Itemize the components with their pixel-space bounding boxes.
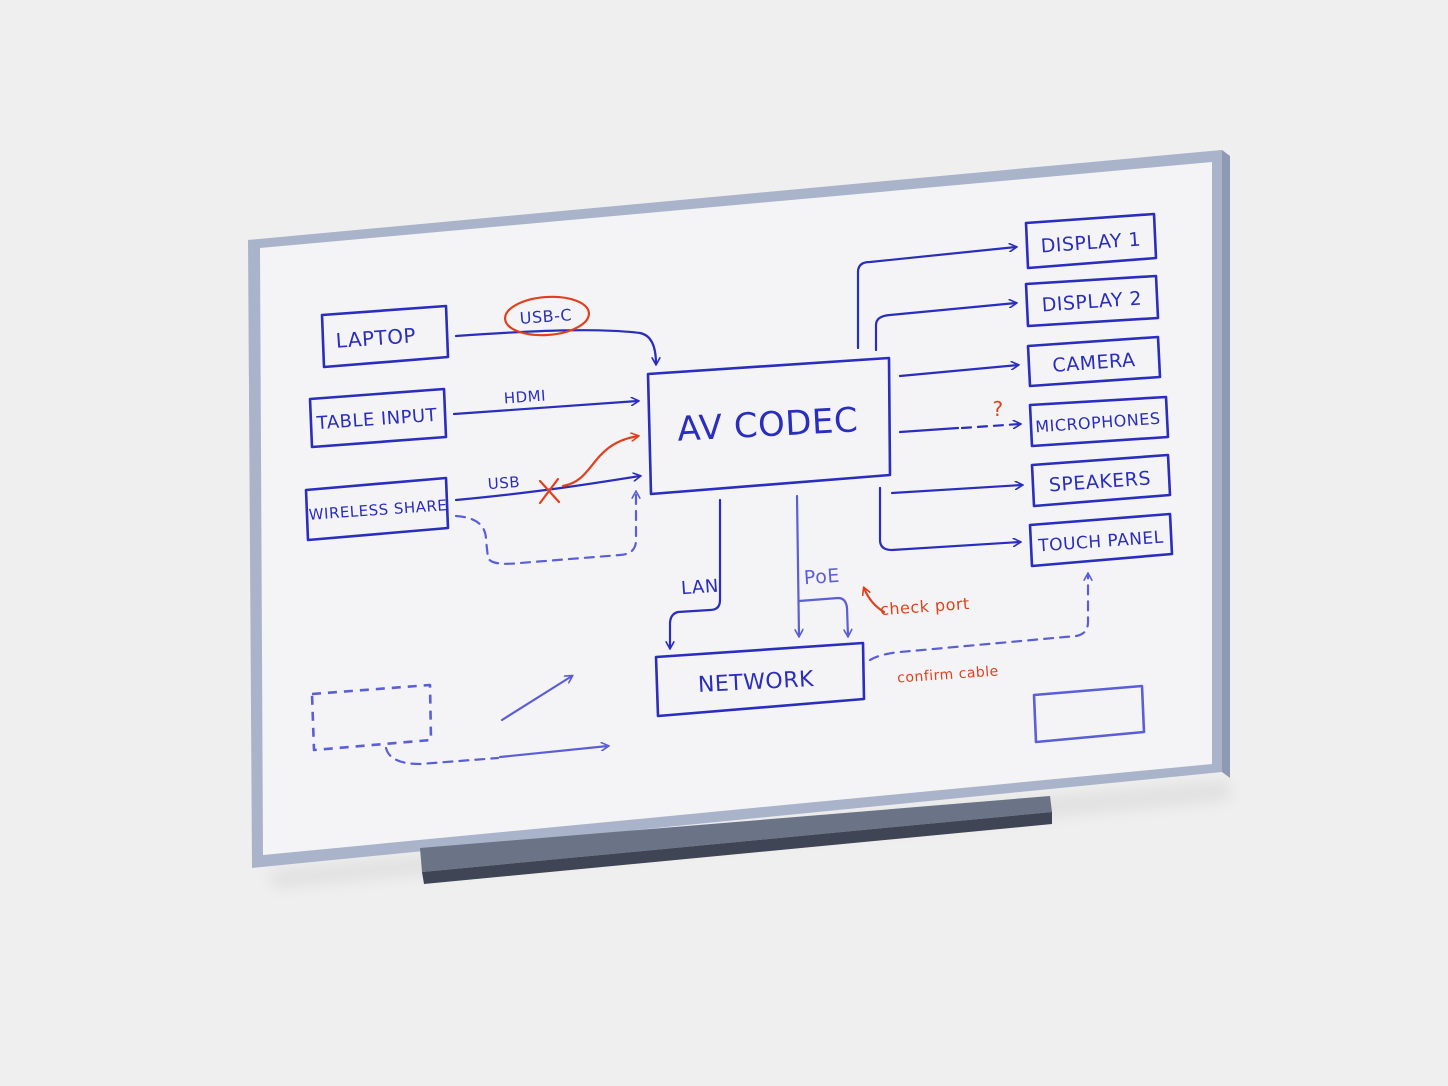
display-1-box — [1024, 212, 1158, 270]
hub-to-display-1-wire — [856, 247, 1016, 350]
sketch-arrow-horizontal — [498, 746, 608, 759]
network-to-touch-panel-dashed — [868, 574, 1088, 662]
poe-branch-wire — [797, 596, 848, 636]
poe-label: PoE — [803, 565, 840, 589]
network-label: NETWORK — [697, 667, 814, 698]
empty-dashed-box — [310, 683, 433, 752]
check-port-arrow — [864, 588, 886, 614]
display-2-box — [1024, 274, 1160, 328]
laptop-box — [320, 304, 450, 369]
wireless-share-box — [304, 476, 450, 542]
microphones-box — [1028, 395, 1170, 448]
hub-to-display-2-wire — [874, 303, 1016, 352]
hub-to-microphones-wire-solid — [898, 426, 960, 434]
table-to-hub-wire — [452, 401, 638, 416]
hub-to-speakers-wire — [890, 485, 1022, 495]
camera-box — [1026, 335, 1162, 388]
table-input-box — [308, 387, 448, 449]
touch-panel-box — [1028, 512, 1174, 568]
confirm-cable-note: confirm cable — [897, 663, 1000, 686]
network-box — [654, 641, 866, 718]
usb-cross-mark — [538, 477, 561, 505]
usb-c-circle — [503, 295, 591, 337]
poe-wire — [797, 494, 799, 636]
board-surface — [260, 162, 1212, 855]
network-node: NETWORK — [654, 641, 866, 718]
question-mark: ? — [992, 397, 1003, 421]
usb-c-label: USB-C — [519, 305, 572, 328]
wireless-to-hub-wire — [454, 476, 640, 502]
usb-label: USB — [487, 473, 520, 493]
empty-box-right — [1032, 684, 1146, 744]
hub-box — [646, 356, 892, 496]
marker-tray-front — [422, 812, 1052, 884]
hub-to-microphones-wire-dashed — [960, 424, 1020, 430]
input-laptop: LAPTOP — [320, 304, 450, 369]
laptop-label: LAPTOP — [335, 323, 417, 353]
hub-to-touch-panel-wire — [878, 486, 1020, 552]
lan-label: LAN — [680, 576, 719, 600]
lan-wire — [670, 498, 722, 648]
marker-tray-top — [420, 796, 1052, 872]
speakers-box — [1030, 453, 1172, 508]
laptop-to-hub-wire — [454, 329, 656, 364]
hub-node: AV CODEC — [646, 356, 892, 496]
hdmi-label: HDMI — [503, 387, 546, 408]
hub-to-camera-wire — [898, 365, 1018, 378]
sketch-arrow-diagonal — [500, 676, 572, 722]
board-side-edge — [1222, 150, 1230, 778]
sketch-dashed-line — [384, 746, 500, 766]
wireless-dashed-wire — [454, 492, 636, 565]
reroute-arrow — [561, 436, 638, 488]
hub-label: AV CODEC — [676, 400, 859, 449]
